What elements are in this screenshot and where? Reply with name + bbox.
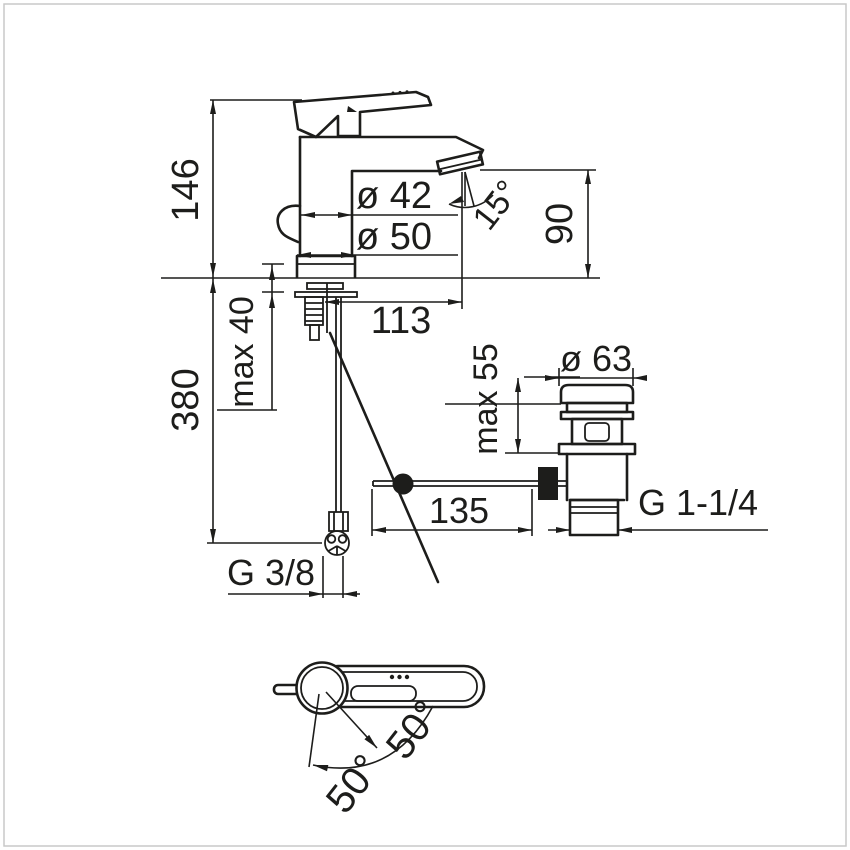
dim-label-swing-left: 50° — [318, 747, 390, 822]
dim-max40 — [217, 263, 284, 411]
waste-lower-flange — [557, 442, 637, 456]
dim-135 — [371, 489, 533, 536]
swing-angle-annotation — [308, 691, 434, 772]
waste-neck — [565, 401, 629, 414]
dimension-labels: 146 380 max 40 ø 42 ø 50 113 15° 90 ø 63… — [165, 158, 758, 821]
dim-o42 — [301, 212, 458, 218]
dim-label-135: 135 — [429, 490, 489, 531]
dim-380 — [207, 278, 322, 544]
rod-connector-block — [538, 467, 558, 500]
faucet-base — [295, 254, 357, 279]
dim-label-max55: max 55 — [467, 343, 505, 455]
dim-label-90: 90 — [539, 203, 581, 245]
dim-label-o50: ø 50 — [356, 216, 432, 258]
dim-g38 — [228, 556, 360, 598]
popup-rod-diagonal — [328, 331, 440, 584]
waste-cap — [559, 383, 635, 405]
dim-g114 — [548, 527, 768, 533]
dim-label-o63: ø 63 — [560, 338, 632, 379]
handle-dot — [391, 91, 395, 95]
faucet-side-view — [161, 90, 600, 584]
dim-label-g114: G 1-1/4 — [638, 482, 758, 523]
supply-hose — [324, 297, 350, 556]
spout-aerator — [435, 150, 485, 176]
handle-seam — [347, 106, 357, 112]
popup-waste-view — [445, 383, 637, 537]
body-ring-inner — [300, 666, 344, 710]
dim-label-15deg: 15° — [466, 173, 528, 237]
dim-label-380: 380 — [165, 368, 207, 431]
dim-label-g38: G 3/8 — [227, 552, 315, 593]
dim-max55 — [505, 376, 580, 454]
faucet-handle — [292, 90, 433, 139]
body-ring-outer — [295, 661, 349, 715]
dimension-annotations — [207, 99, 768, 598]
handle-dot — [397, 674, 402, 680]
waste-window — [584, 422, 610, 442]
mounting-hardware — [294, 282, 358, 341]
dim-113 — [325, 172, 463, 309]
popup-lever — [276, 204, 302, 244]
popup-rod-linkage — [326, 283, 567, 584]
rod-ball-joint — [392, 473, 414, 495]
waste-tailpipe — [568, 498, 620, 537]
dim-90 — [480, 169, 596, 278]
handle-dot — [398, 90, 402, 94]
dim-15deg — [448, 171, 494, 209]
dim-label-max40: max 40 — [223, 296, 261, 408]
handle-slot — [350, 685, 417, 702]
dim-label-o42: ø 42 — [356, 175, 432, 217]
faucet-top-view — [272, 661, 486, 772]
image-frame — [3, 3, 847, 847]
dim-146 — [210, 99, 302, 278]
waste-body — [565, 452, 629, 502]
dim-label-113: 113 — [371, 300, 432, 342]
dim-label-146: 146 — [165, 158, 207, 221]
dim-o50 — [297, 252, 458, 258]
handle-dot — [389, 674, 395, 680]
handle-dot — [404, 674, 410, 680]
handle-dot — [405, 90, 409, 94]
